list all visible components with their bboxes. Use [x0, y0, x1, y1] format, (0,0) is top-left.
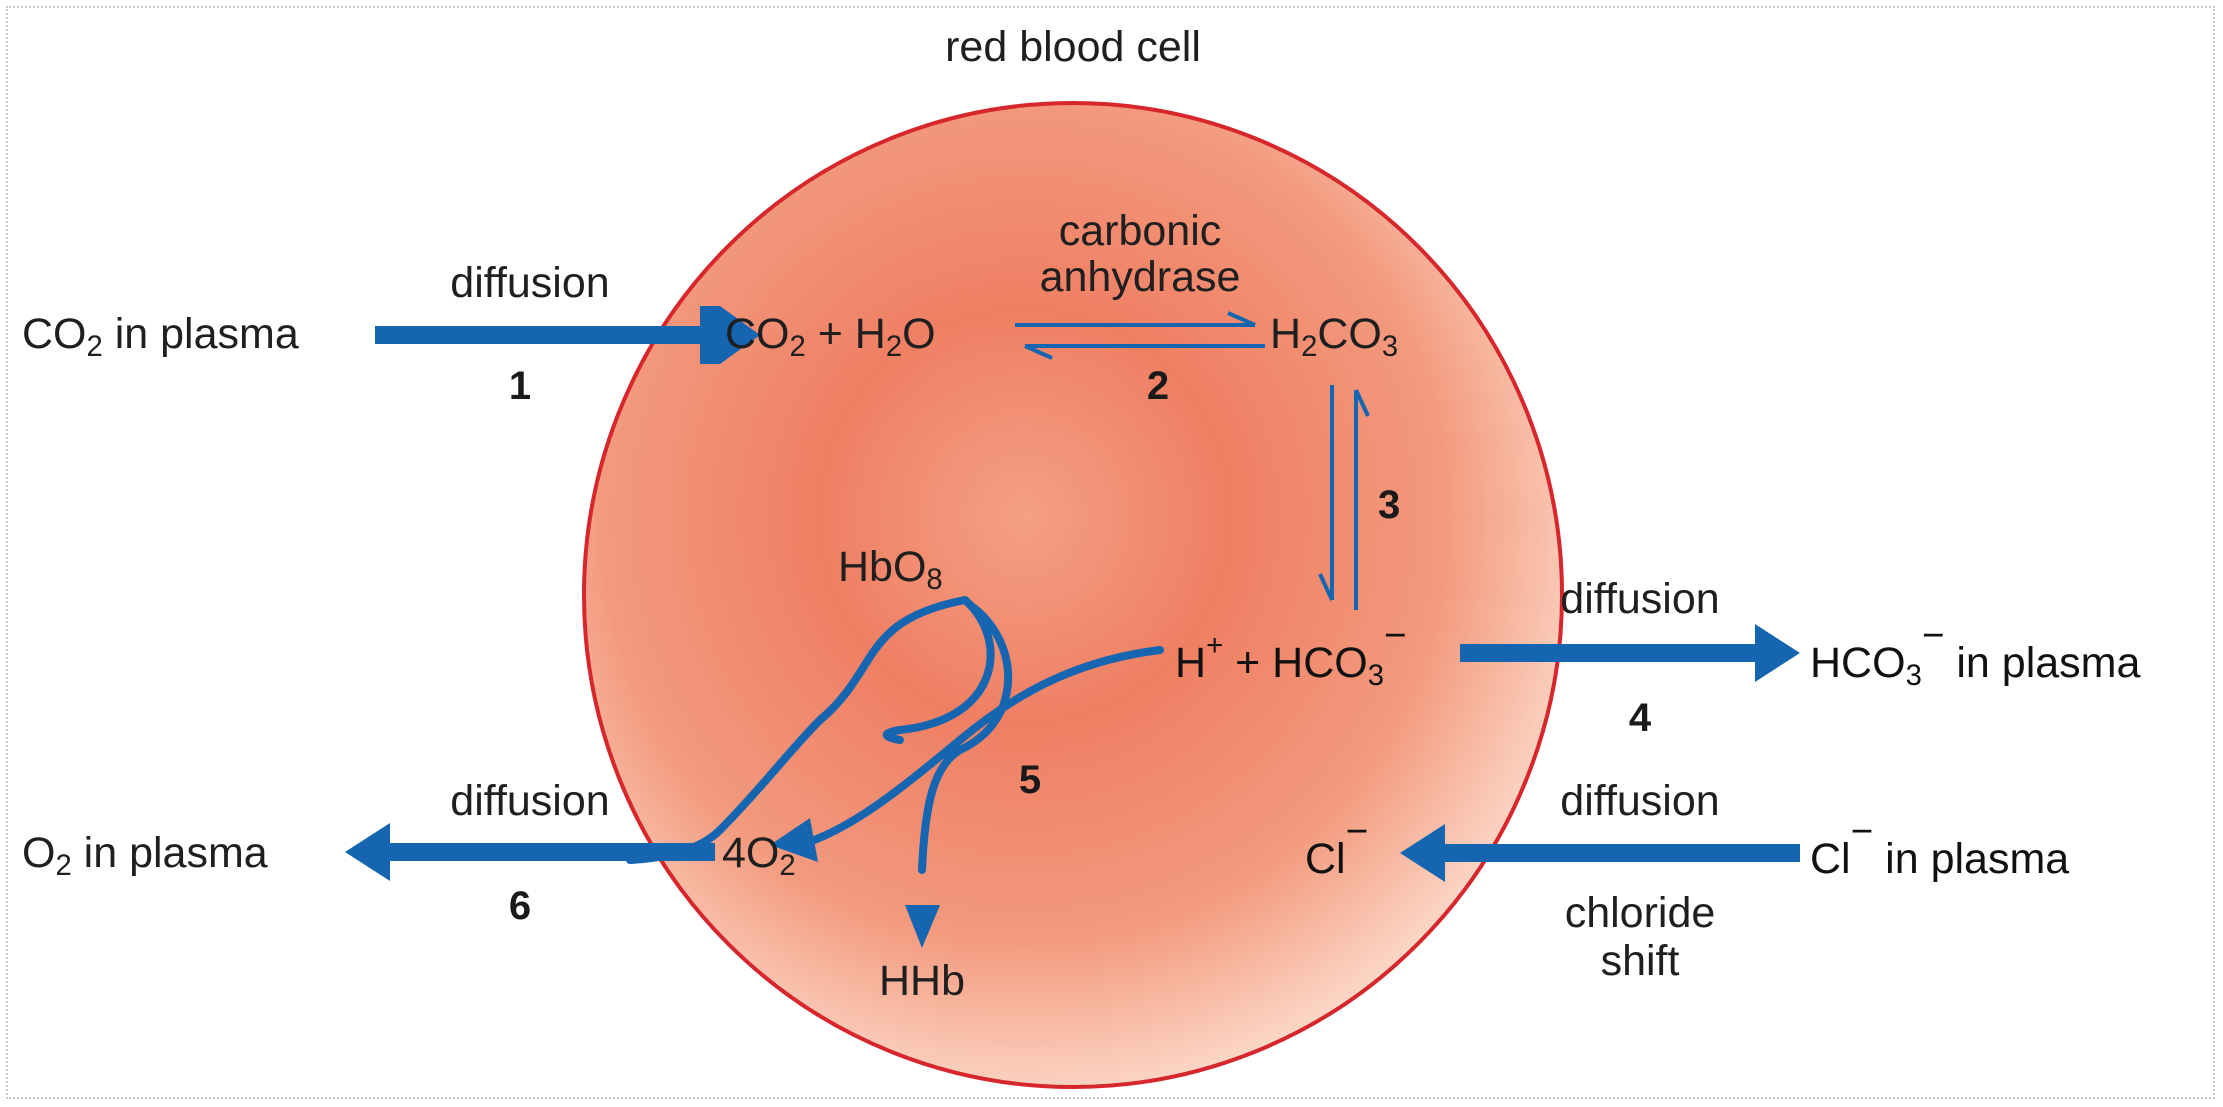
shift-label: shift [1600, 937, 1680, 985]
curved-arrow-hbo8-to-hhb [918, 601, 1013, 874]
h-plus-hco3-label: H+ + HCO3− [1175, 614, 1407, 693]
curved-arrows-5 [626, 596, 995, 864]
h2co3-label: H2CO3 [1270, 310, 1399, 364]
step-number-2: 2 [1146, 364, 1170, 408]
chloride-label: chloride [1564, 889, 1716, 937]
hco3-in-plasma-label: HCO3− in plasma [1810, 614, 2141, 693]
arrow-1-co2-diffusion [375, 306, 760, 364]
curved-arrow-h-to-o2 [796, 646, 1164, 849]
hbo8-label: HbO8 [838, 543, 943, 597]
co2-plus-h2o: CO2 + H2O [725, 310, 936, 364]
arrow-4-hcO3-diffusion [1460, 624, 1800, 682]
equilibrium-arrows-2 [1015, 311, 1265, 360]
dotted-frame [6, 6, 2215, 1099]
arrowheads-5 [770, 818, 940, 948]
cl-in-plasma-label: Cl− in plasma [1810, 810, 2070, 884]
diffusion-label-1: diffusion [450, 259, 610, 307]
equilibrium-arrows-3 [1318, 385, 1370, 610]
arrow-chloride-shift [1400, 824, 1800, 882]
step-number-5: 5 [1018, 758, 1042, 802]
red-blood-cell [582, 101, 1564, 1089]
diffusion-label-cl: diffusion [1560, 777, 1720, 825]
step-number-6: 6 [508, 884, 532, 928]
diffusion-label-6: diffusion [450, 777, 610, 825]
co2-in-plasma-label: CO2 in plasma [22, 310, 299, 364]
step-number-3: 3 [1378, 483, 1401, 527]
cell-title: red blood cell [945, 23, 1201, 71]
four-o2-label: 4O2 [722, 829, 796, 883]
o2-in-plasma-label: O2 in plasma [22, 829, 268, 883]
step-number-4: 4 [1628, 696, 1652, 740]
step-number-1: 1 [508, 364, 532, 408]
carbonic-label: carbonic [1058, 207, 1222, 255]
diffusion-label-4: diffusion [1560, 575, 1720, 623]
hhb-label: HHb [878, 957, 966, 1005]
anhydrase-label: anhydrase [1039, 253, 1241, 301]
chloride-ion-label: Cl− [1305, 810, 1369, 884]
